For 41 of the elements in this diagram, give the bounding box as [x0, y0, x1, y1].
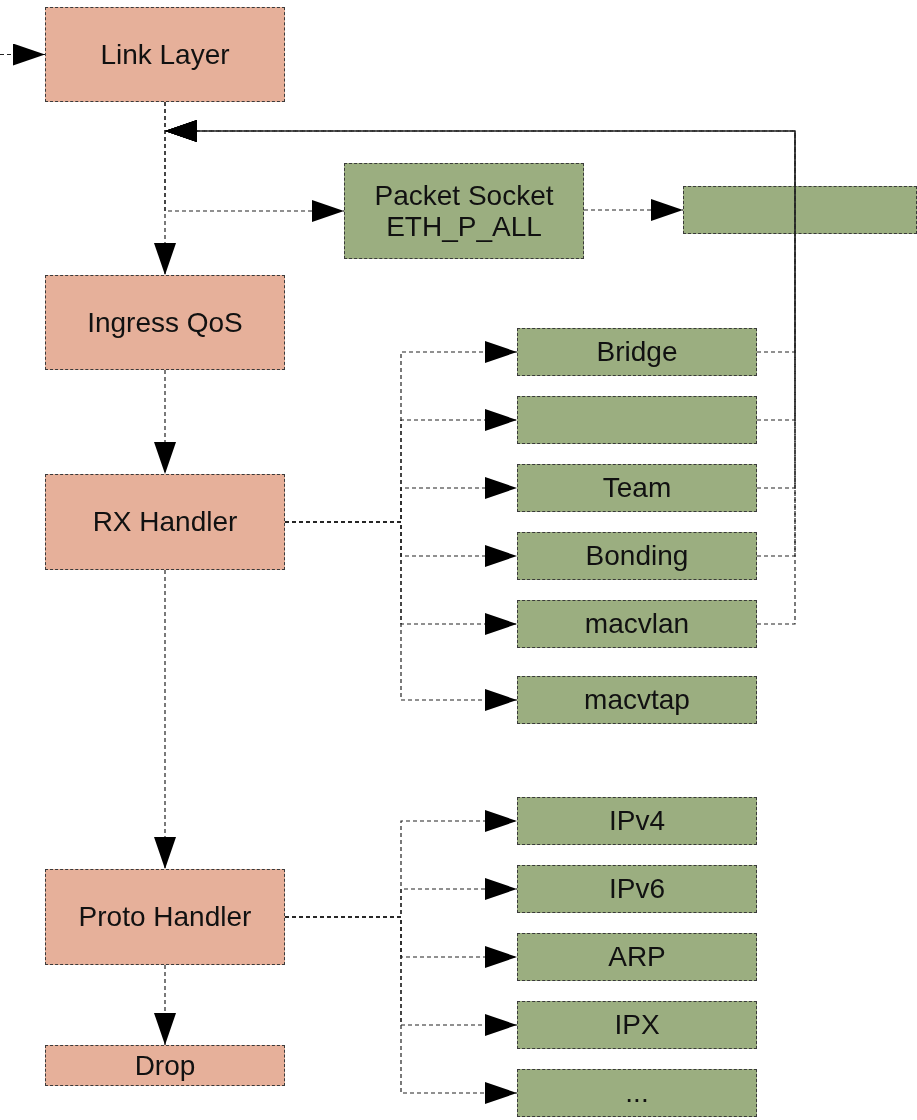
arrow: [284, 916, 518, 1104]
box-label: IPX: [614, 1009, 660, 1041]
process-box: [517, 676, 757, 724]
process-box: [517, 1001, 757, 1049]
process-box: [45, 1045, 285, 1086]
box-label: RX Handler: [92, 506, 238, 538]
process-box: [45, 7, 285, 102]
box-label: macvlan: [584, 608, 690, 640]
box-label: Proto Handler: [78, 901, 252, 933]
process-box: [517, 396, 757, 444]
process-box: [683, 186, 917, 234]
arrow: [164, 101, 345, 222]
arrow: [154, 569, 176, 870]
box-label: Ingress QoS: [87, 306, 243, 339]
box-label: Bonding: [585, 540, 689, 572]
box-label: IPv4: [609, 805, 665, 837]
box-label: Drop: [134, 1049, 196, 1082]
process-box: [344, 163, 584, 259]
process-box: [517, 328, 757, 376]
box-label: ARP: [608, 941, 666, 973]
arrow: [0, 43, 46, 66]
process-box: [517, 797, 757, 845]
box-label: macvtap: [584, 684, 690, 716]
process-box: [517, 600, 757, 648]
process-box: [517, 464, 757, 512]
box-label: Bridge: [596, 336, 678, 368]
arrow: [583, 199, 684, 221]
box-label: Packet Socket ETH_P_ALL: [373, 179, 555, 243]
process-box: [45, 275, 285, 370]
process-box: [517, 933, 757, 981]
process-box: [517, 865, 757, 913]
box-label: ...: [625, 1077, 649, 1109]
arrow: [154, 369, 176, 475]
process-box: [45, 869, 285, 965]
process-box: [517, 1069, 757, 1117]
box-label: IPv6: [609, 873, 665, 905]
process-box: [517, 532, 757, 580]
process-box: [45, 474, 285, 570]
arrow: [154, 964, 176, 1046]
box-label: Team: [602, 472, 672, 504]
box-label: Link Layer: [100, 38, 230, 71]
